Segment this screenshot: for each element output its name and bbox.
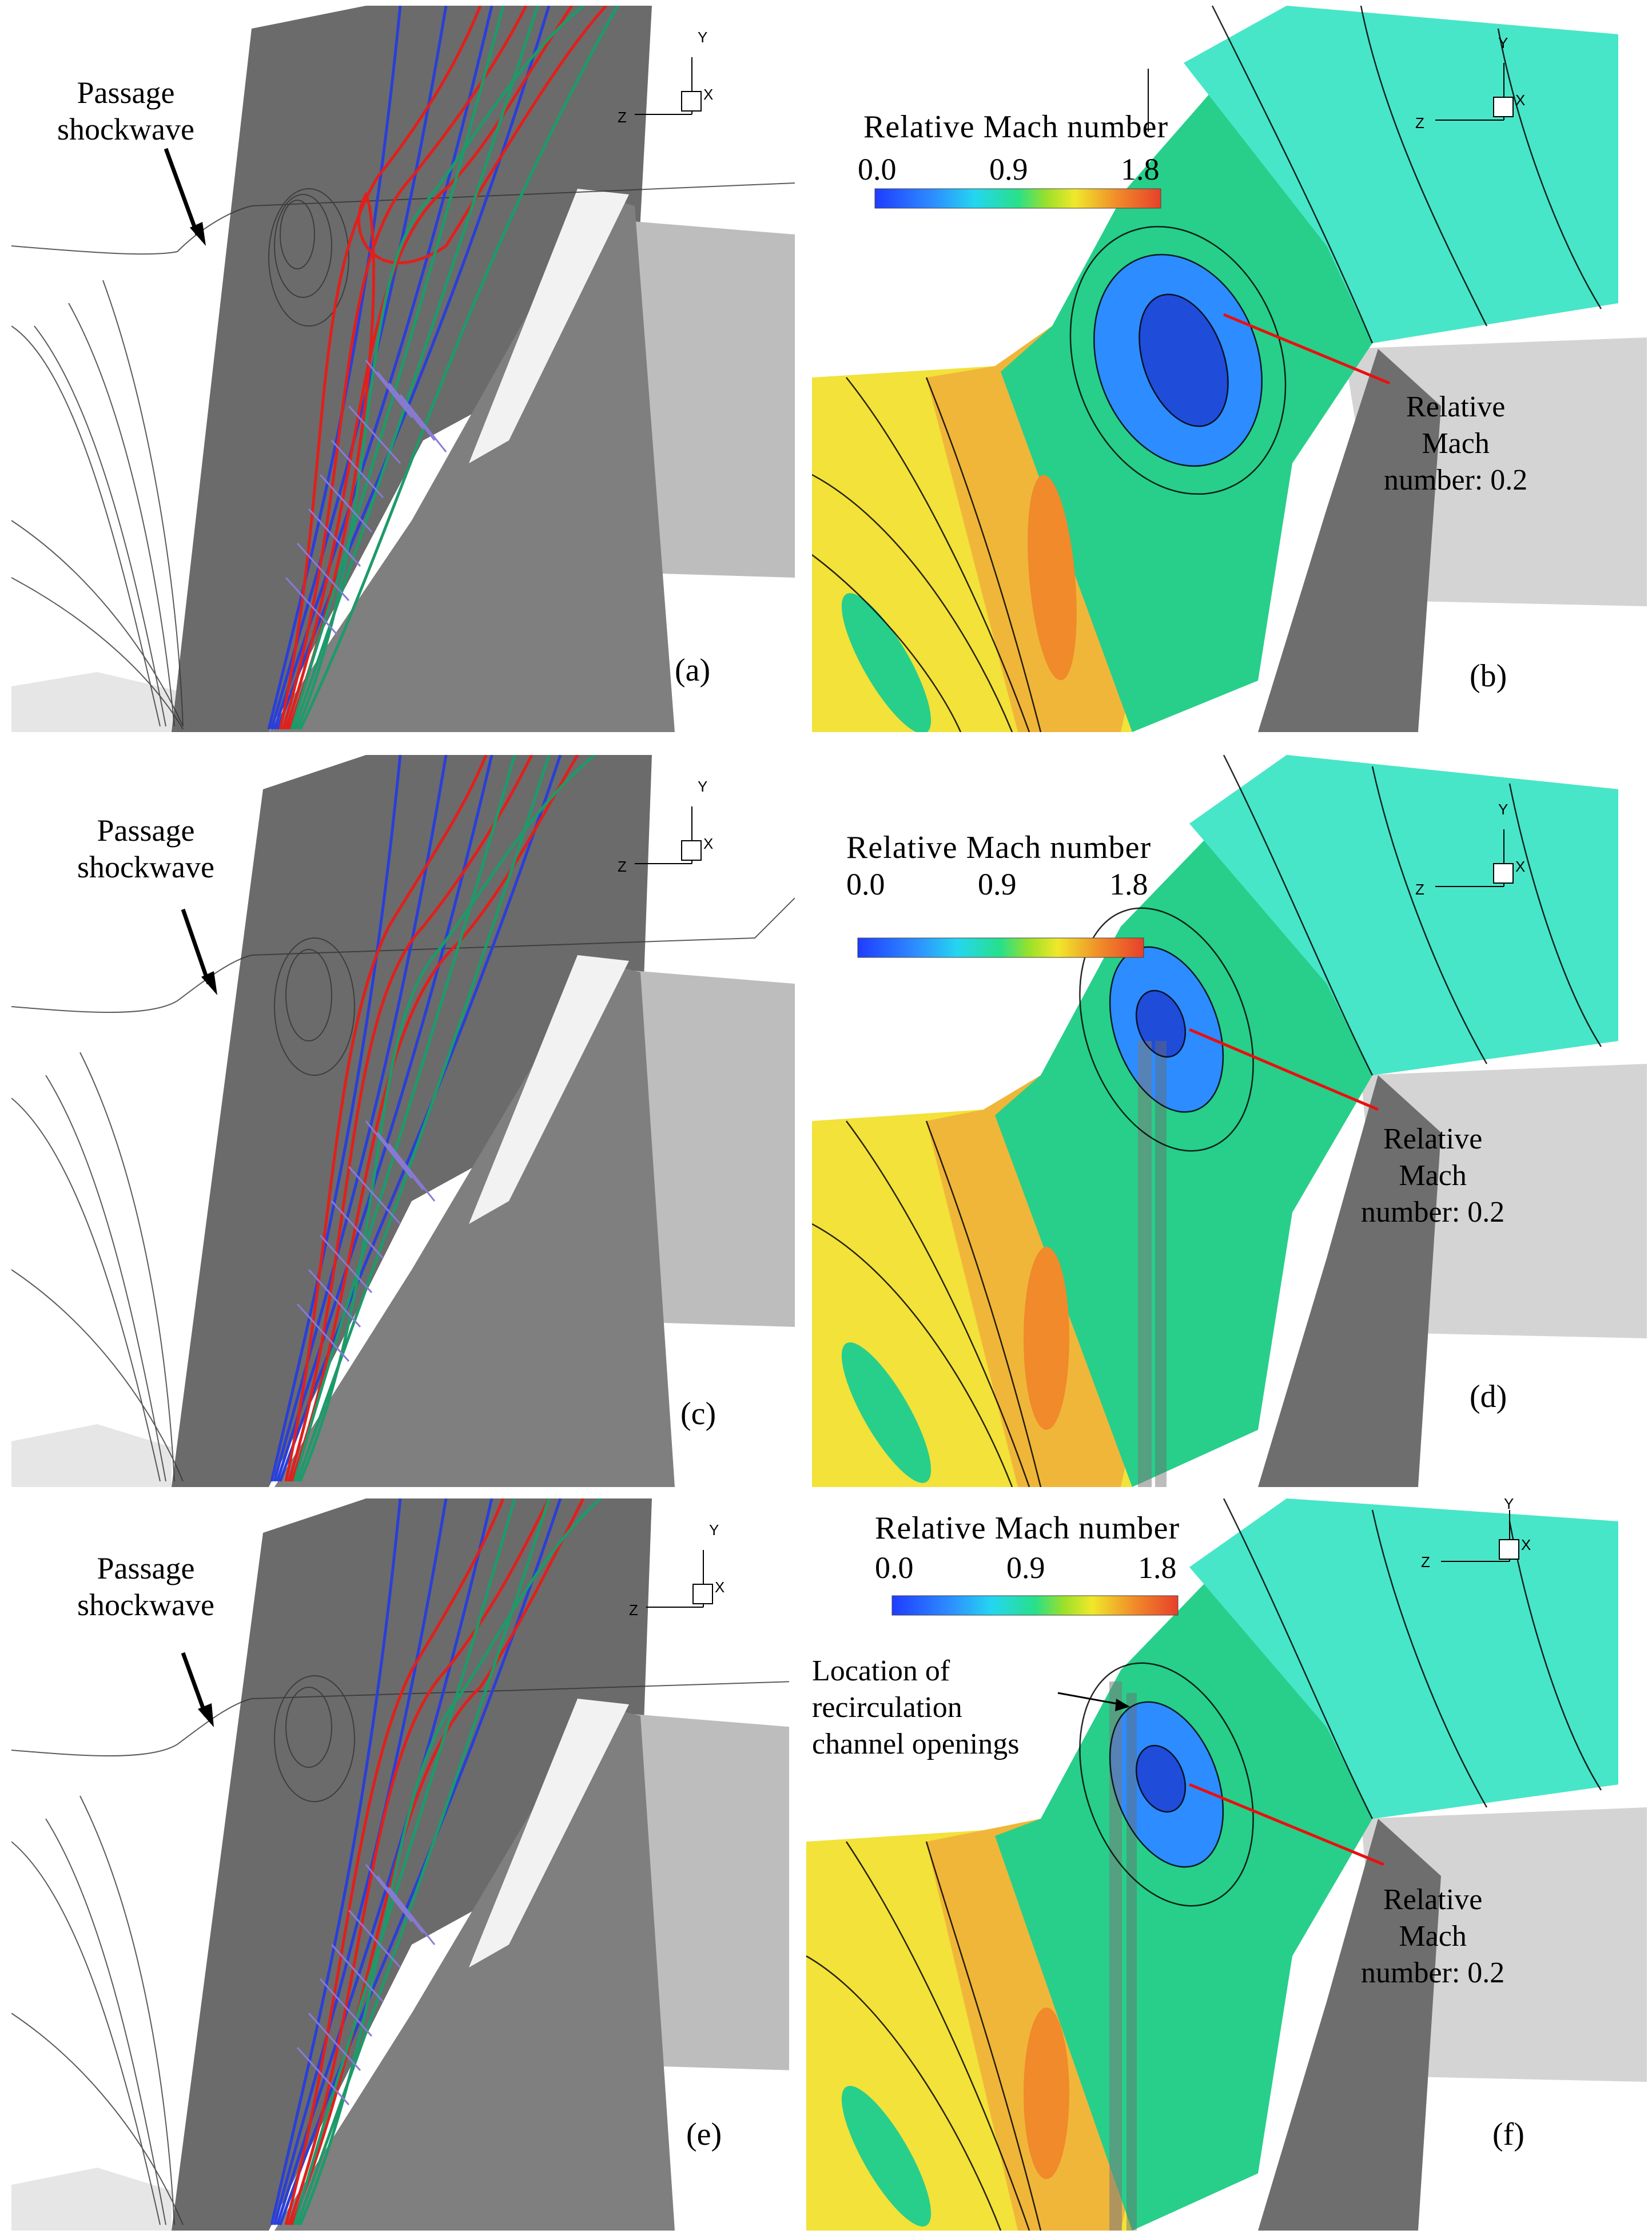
annotation-b: Relative Mach number: 0.2 xyxy=(1384,391,1528,496)
axis-x-label: X xyxy=(703,835,714,852)
axis-z-label: Z xyxy=(1421,1553,1430,1571)
shock-label-c: Passage shockwave xyxy=(77,813,214,884)
shock-label-a: Passage shockwave xyxy=(57,75,194,146)
axis-y-label: Y xyxy=(1498,34,1508,51)
colorbar-mid-f: 0.9 xyxy=(1006,1551,1045,1585)
axis-y-label: Y xyxy=(698,778,708,795)
axis-x-label: X xyxy=(1521,1536,1531,1553)
streamlines-a xyxy=(267,6,619,730)
panel-c: Passage shockwave Y X Z (c) xyxy=(11,755,795,1487)
streamlines-c xyxy=(270,755,596,1482)
iso-lines-b xyxy=(812,6,1602,732)
colorbar-title-f: Relative Mach number xyxy=(875,1510,1180,1546)
axis-z-label: Z xyxy=(618,109,627,126)
axis-x-label: X xyxy=(1515,92,1526,109)
axis-y-label: Y xyxy=(709,1521,719,1539)
panel-tag-e: (e) xyxy=(686,2117,722,2152)
axis-z-label: Z xyxy=(629,1601,638,1619)
panel-d: Relative Mach number 0.0 0.9 1.8 Relativ… xyxy=(812,755,1647,1487)
axis-y-label: Y xyxy=(1504,1498,1514,1512)
blade-surface-a xyxy=(172,6,652,732)
panel-e: Passage shockwave Y X Z (e) xyxy=(11,1498,795,2231)
colorbar-f xyxy=(891,1595,1179,1616)
shock-arrow-e xyxy=(181,1652,208,1717)
streamline-plot-c xyxy=(11,755,795,1487)
colorbar-title-d: Relative Mach number xyxy=(846,830,1152,865)
annotation-arrow-d xyxy=(1189,1028,1379,1111)
contour-plot-f xyxy=(806,1498,1647,2231)
shock-arrow-c xyxy=(181,908,211,985)
panel-f: Relative Mach number 0.0 0.9 1.8 Locatio… xyxy=(789,1498,1647,2231)
colorbar-max-b: 1.8 xyxy=(1121,152,1160,186)
panel-tag-a: (a) xyxy=(675,653,711,688)
colorbar-d xyxy=(857,937,1144,958)
axis-x-label: X xyxy=(703,86,714,103)
axis-y-label: Y xyxy=(698,29,708,46)
axis-x-label: X xyxy=(715,1579,725,1596)
annotation-f: Relative Mach number: 0.2 xyxy=(1361,1883,1505,1989)
colorbar-mid-d: 0.9 xyxy=(978,867,1017,901)
seed-lines-a xyxy=(285,360,447,636)
panel-b: Relative Mach number 0.0 0.9 1.8 Relativ… xyxy=(812,6,1647,732)
streamline-plot-a xyxy=(11,6,795,732)
colorbar-max-d: 1.8 xyxy=(1109,867,1148,901)
colorbar-max-f: 1.8 xyxy=(1138,1551,1177,1585)
colorbar-min-d: 0.0 xyxy=(846,867,885,901)
openings-annotation-f: Location of recirculation channel openin… xyxy=(812,1655,1020,1760)
axis-z-label: Z xyxy=(1415,881,1424,898)
axis-z-label: Z xyxy=(618,858,627,875)
shock-arrow-a xyxy=(164,148,200,236)
axis-x-label: X xyxy=(1515,858,1526,875)
shock-label-e: Passage shockwave xyxy=(77,1551,214,1622)
axis-z-label: Z xyxy=(1415,114,1424,132)
panel-tag-d: (d) xyxy=(1470,1379,1507,1414)
streamline-plot-e xyxy=(11,1498,795,2231)
axis-triad-a xyxy=(635,57,702,115)
colorbar-min-f: 0.0 xyxy=(875,1551,914,1585)
panel-tag-c: (c) xyxy=(680,1396,716,1432)
panel-tag-f: (f) xyxy=(1492,2117,1524,2152)
colorbar-min-b: 0.0 xyxy=(858,152,897,186)
contour-plot-b xyxy=(812,6,1647,732)
streamlines-e xyxy=(270,1498,602,2225)
colorbar-b xyxy=(874,188,1161,209)
axis-y-label: Y xyxy=(1498,801,1508,818)
panel-a: Passage shockwave Y X Z (a) xyxy=(11,6,795,732)
colorbar-mid-b: 0.9 xyxy=(989,152,1028,186)
colorbar-title-b: Relative Mach number xyxy=(863,109,1169,145)
annotation-arrow-f xyxy=(1189,1783,1384,1866)
openings-arrow-f xyxy=(1057,1692,1121,1706)
annotation-arrow-b xyxy=(1223,313,1390,385)
annotation-d: Relative Mach number: 0.2 xyxy=(1361,1123,1505,1229)
panel-tag-b: (b) xyxy=(1470,658,1507,694)
contour-plot-d xyxy=(812,755,1647,1487)
